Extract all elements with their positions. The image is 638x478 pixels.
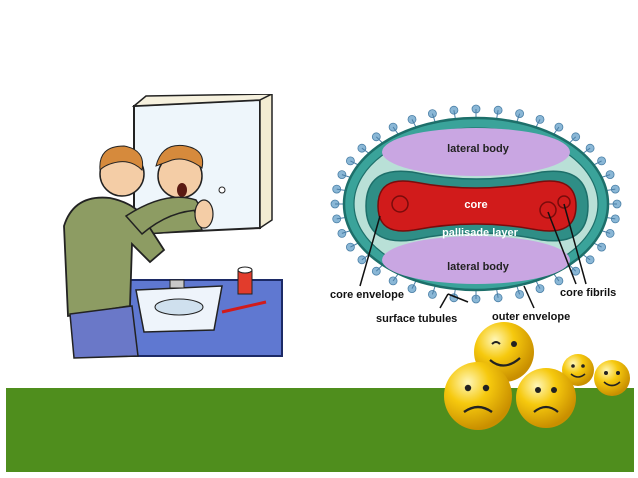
surface-tubule-stalk (606, 217, 616, 220)
surface-tubule (337, 228, 347, 238)
surface-tubule (346, 156, 355, 166)
surface-tubule-stalk (341, 174, 351, 178)
surface-tubules-ring (330, 104, 622, 304)
label-core-envelope: core envelope (330, 289, 404, 301)
surface-tubule-stalk (411, 119, 417, 128)
surface-tubule-stalk (431, 113, 436, 123)
core (377, 180, 577, 232)
surface-tubule-stalk (582, 147, 591, 154)
sad-smiley-left (444, 362, 512, 430)
surface-tubule-stalk (535, 280, 541, 289)
surface-tubule-stalk (553, 126, 560, 135)
surface-tubule-stalk (336, 217, 346, 220)
label-lateral-body-top: lateral body (447, 143, 510, 155)
surface-tubule-stalk (601, 230, 611, 234)
surface-tubule (346, 242, 355, 252)
surface-tubule-stalk (553, 273, 560, 282)
surface-tubule (554, 276, 564, 286)
surface-tubule-stalk (606, 188, 616, 191)
core-fibril-right-2 (557, 195, 571, 209)
core-fibril-right-1 (539, 201, 557, 219)
label-lateral-body-bottom: lateral body (447, 261, 510, 273)
surface-tubule-stalk (496, 110, 499, 120)
surface-tubule-stalk (341, 230, 351, 234)
surface-tubule-stalk (496, 288, 499, 298)
surface-tubule (428, 109, 437, 119)
surface-tubule-stalk (361, 147, 370, 154)
label-core-fibrils: core fibrils (560, 287, 616, 299)
core-fibril-left (391, 195, 409, 213)
surface-tubule (428, 289, 437, 299)
red-cup (237, 269, 253, 295)
surface-tubule (357, 143, 367, 153)
surface-tubule-stalk (453, 110, 456, 120)
surface-tubule-stalk (350, 160, 359, 166)
smiley-small-back-2 (594, 360, 630, 396)
surface-tubule-stalk (568, 136, 577, 144)
lateral-body-top (382, 128, 570, 176)
surface-tubule-stalk (336, 188, 346, 191)
surface-tubule-stalk (392, 126, 399, 135)
label-core: core (464, 199, 487, 211)
surface-tubule-stalk (582, 254, 591, 261)
man-at-mirror-illustration (63, 94, 283, 359)
surface-tubule (493, 105, 503, 115)
lateral-body-bottom (382, 236, 570, 284)
surface-tubule-stalk (411, 280, 417, 289)
sad-smiley-right (516, 368, 576, 428)
label-pallisade-layer: pallisade layer (442, 227, 519, 239)
surface-tubule-stalk (375, 136, 384, 144)
virus-structure-diagram: lateral body core pallisade layer latera… (330, 104, 622, 325)
surface-tubule-stalk (593, 242, 602, 248)
surface-tubule-stalk (516, 285, 521, 295)
surface-tubule-stalk (350, 242, 359, 248)
label-surface-tubules: surface tubules (376, 313, 457, 325)
surface-tubule-stalk (535, 119, 541, 128)
surface-tubule-stalk (392, 273, 399, 282)
smiley-faces-illustration (444, 322, 630, 430)
jeans (69, 305, 139, 359)
surface-tubule-stalk (375, 264, 384, 272)
surface-tubule-stalk (593, 160, 602, 166)
surface-tubule-stalk (568, 264, 577, 272)
surface-tubule-stalk (601, 174, 611, 178)
label-outer-envelope: outer envelope (492, 311, 570, 323)
surface-tubule (449, 105, 459, 115)
surface-tubule-stalk (431, 285, 436, 295)
surface-tubule-stalk (516, 113, 521, 123)
surface-tubule (554, 122, 564, 132)
smiley-small-back-1 (562, 354, 594, 386)
surface-tubule (337, 170, 347, 179)
